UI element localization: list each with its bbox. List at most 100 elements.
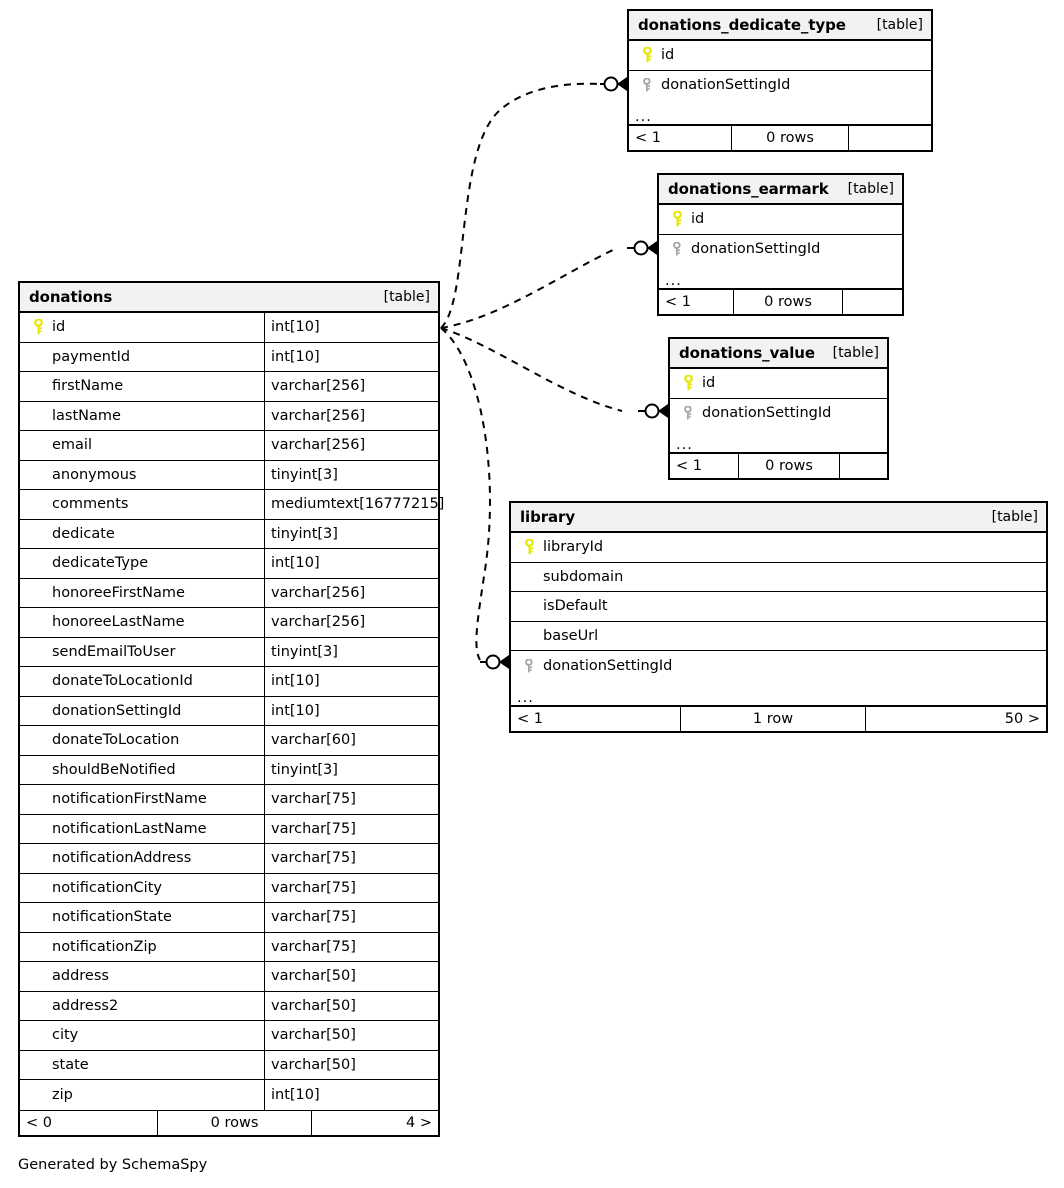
more-columns-indicator: ...: [659, 264, 902, 289]
column-name: donationSettingId: [702, 405, 832, 422]
footer-parents-count[interactable]: < 1: [665, 294, 691, 310]
column-type-cell: [933, 71, 939, 101]
column-name: address: [52, 968, 109, 985]
column-row[interactable]: libraryId: [511, 533, 1046, 563]
column-row[interactable]: anonymous tinyint[3]: [20, 460, 438, 490]
column-name: anonymous: [52, 466, 137, 483]
column-row[interactable]: id: [629, 41, 931, 71]
footer-parents-count[interactable]: < 1: [517, 710, 543, 727]
column-row[interactable]: isDefault: [511, 592, 1046, 622]
table-footer-donations: < 0 0 rows 4 >: [20, 1109, 438, 1135]
column-name-cell: subdomain: [511, 563, 1048, 592]
column-type-cell: [889, 369, 895, 398]
column-type-cell: tinyint[3]: [264, 460, 438, 489]
column-name: notificationCity: [52, 879, 162, 896]
column-name-cell: paymentId: [20, 343, 264, 372]
table-title: donations_value: [679, 344, 815, 362]
column-name: baseUrl: [543, 627, 599, 644]
column-type-cell: [904, 235, 910, 265]
column-name: notificationAddress: [52, 850, 192, 867]
column-type-cell: varchar[256]: [264, 372, 438, 401]
column-name: id: [691, 211, 705, 228]
footer-children-count[interactable]: 4 >: [406, 1114, 432, 1131]
footer-parents-count[interactable]: < 0: [26, 1114, 52, 1131]
footer-parents-count[interactable]: < 1: [635, 130, 661, 146]
column-name-cell: email: [20, 431, 264, 460]
column-name-cell: notificationState: [20, 903, 264, 932]
column-row[interactable]: donationSettingId: [659, 235, 902, 265]
footer-children-count[interactable]: 50 >: [1004, 710, 1040, 727]
column-name: id: [52, 319, 66, 336]
column-name-cell: dedicate: [20, 520, 264, 549]
column-name-cell: firstName: [20, 372, 264, 401]
column-name-cell: donationSettingId: [659, 235, 904, 265]
primary-key-icon: [517, 539, 541, 555]
column-row[interactable]: id: [670, 369, 887, 399]
column-name: sendEmailToUser: [52, 643, 176, 660]
column-name-cell: id: [20, 313, 264, 342]
table-footer-library: < 1 1 row 50 >: [511, 705, 1046, 731]
footer-children-count[interactable]: [849, 126, 931, 150]
column-name: city: [52, 1027, 79, 1044]
column-name: email: [52, 437, 92, 454]
column-row[interactable]: firstName varchar[256]: [20, 372, 438, 402]
column-row[interactable]: baseUrl: [511, 622, 1046, 651]
column-type-cell: varchar[75]: [264, 903, 438, 932]
column-name: zip: [52, 1086, 73, 1103]
column-type-cell: tinyint[3]: [264, 519, 438, 548]
column-name-cell: donationSettingId: [511, 651, 1048, 681]
footer-children-count[interactable]: [843, 290, 902, 314]
footer-row-count: 1 row: [680, 706, 866, 731]
table-body-donations_earmark: id donationSettingId: [659, 205, 902, 264]
footer-children-count[interactable]: [840, 454, 887, 478]
column-type-cell: varchar[75]: [264, 785, 438, 814]
column-name-cell: donationSettingId: [670, 399, 889, 429]
table-footer-donations_value: < 1 0 rows: [670, 453, 887, 478]
table-header-donations: donations [table]: [20, 283, 438, 313]
column-row[interactable]: donationSettingId: [629, 71, 931, 101]
column-row[interactable]: donationSettingId: [511, 651, 1046, 681]
column-name: comments: [52, 496, 129, 513]
column-row[interactable]: donationSettingId: [670, 399, 887, 429]
column-row[interactable]: subdomain: [511, 563, 1048, 592]
footer-parents-count[interactable]: < 1: [676, 458, 702, 474]
foreign-key-icon: [517, 658, 541, 673]
column-type-cell: varchar[75]: [264, 844, 438, 873]
column-row[interactable]: notificationAddress varchar[75]: [20, 844, 438, 874]
column-name-cell: city: [20, 1021, 264, 1050]
column-name: firstName: [52, 378, 124, 395]
column-row[interactable]: id: [659, 205, 902, 235]
primary-key-icon: [635, 47, 659, 63]
column-type-cell: varchar[75]: [264, 932, 438, 961]
primary-key-icon: [26, 319, 50, 335]
